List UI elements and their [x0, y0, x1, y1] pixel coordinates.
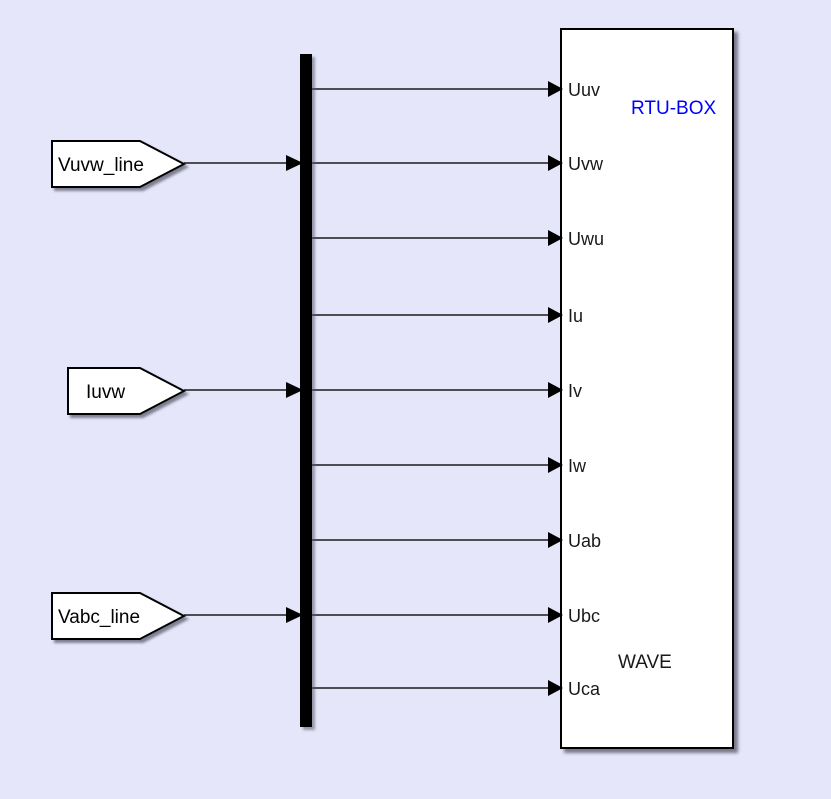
- port-label-ubc: Ubc: [568, 606, 600, 626]
- port-label-iw: Iw: [568, 456, 587, 476]
- port-label-iu: Iu: [568, 306, 583, 326]
- signal-line-uwu[interactable]: Uwu: [312, 229, 604, 249]
- arrowhead-icon-uvw: [548, 155, 563, 171]
- block-subtitle: WAVE: [618, 652, 672, 673]
- arrowhead-icon-iu: [548, 307, 563, 323]
- inport-label-vuvw: Vuvw_line: [58, 155, 144, 176]
- arrowhead-icon-uca: [548, 680, 563, 696]
- inport-label-iuvw: Iuvw: [86, 382, 125, 403]
- signal-line-iu[interactable]: Iu: [312, 306, 583, 326]
- port-label-uwu: Uwu: [568, 229, 604, 249]
- inport-vuvw-line[interactable]: Vuvw_line: [51, 140, 303, 188]
- arrowhead-icon-iw: [548, 457, 563, 473]
- arrowhead-icon-uwu: [548, 230, 563, 246]
- signal-line-uvw[interactable]: Uvw: [312, 154, 604, 174]
- signal-bus-bar[interactable]: [300, 54, 312, 727]
- signal-line-uca[interactable]: Uca: [312, 679, 601, 699]
- block-title: RTU-BOX: [631, 98, 716, 119]
- signal-line-iw[interactable]: Iw: [312, 456, 587, 476]
- signal-line-ubc[interactable]: Ubc: [312, 606, 600, 626]
- arrowhead-icon-uuv: [548, 81, 563, 97]
- signal-line-uuv[interactable]: Uuv: [312, 80, 600, 100]
- arrowhead-icon-vuvw-bus: [286, 155, 303, 171]
- inport-label-vabc: Vabc_line: [58, 607, 140, 628]
- arrowhead-icon-ubc: [548, 607, 563, 623]
- port-label-uab: Uab: [568, 531, 601, 551]
- arrowhead-icon-iuvw-bus: [286, 382, 303, 398]
- arrowhead-icon-iv: [548, 382, 563, 398]
- inport-iuvw[interactable]: Iuvw: [67, 367, 303, 415]
- inport-vabc-line[interactable]: Vabc_line: [51, 592, 303, 640]
- inport-shape-iuvw[interactable]: [67, 367, 187, 415]
- rtu-box-wave-block[interactable]: RTU-BOX WAVE: [560, 28, 734, 749]
- port-label-iv: Iv: [568, 381, 582, 401]
- block-body[interactable]: [560, 28, 734, 749]
- signal-line-uab[interactable]: Uab: [312, 531, 601, 551]
- port-label-uuv: Uuv: [568, 80, 600, 100]
- signal-line-group: Uuv Uvw Uwu Iu: [312, 80, 604, 699]
- port-label-uca: Uca: [568, 679, 601, 699]
- arrowhead-icon-vabc-bus: [286, 607, 303, 623]
- arrowhead-icon-uab: [548, 532, 563, 548]
- inport-shape-vabc[interactable]: [51, 592, 187, 640]
- inport-shape-vuvw[interactable]: [51, 140, 187, 188]
- signal-line-iv[interactable]: Iv: [312, 381, 582, 401]
- port-label-uvw: Uvw: [568, 154, 604, 174]
